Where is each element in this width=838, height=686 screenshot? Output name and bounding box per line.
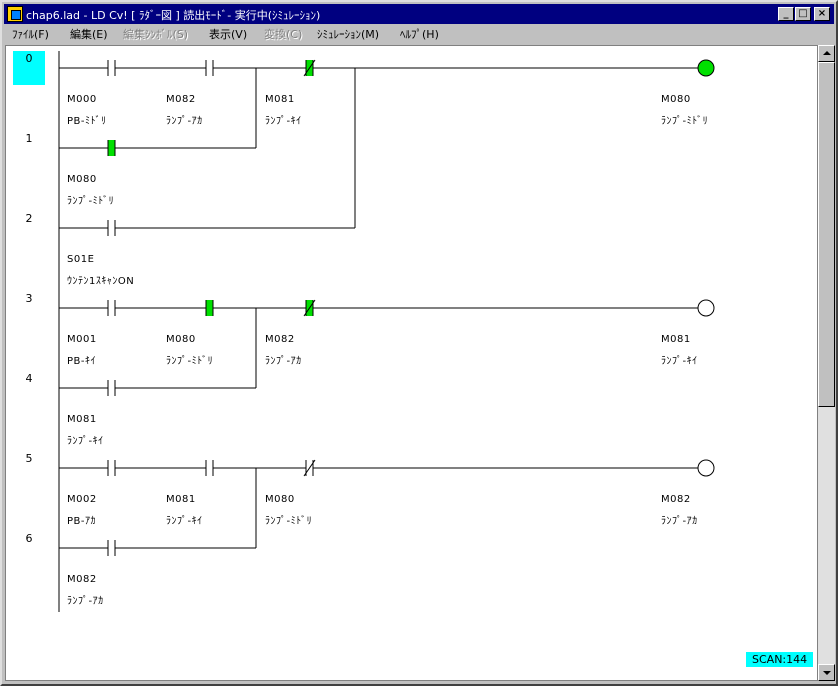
device-address: M002 (67, 494, 97, 505)
menu-bar: ﾌｧｲﾙ(F) 編集(E) 編集ｼﾝﾎﾞﾙ(S) 表示(V) 変換(C) ｼﾐｭ… (4, 24, 834, 43)
device-address: M082 (166, 94, 196, 105)
device-comment: PB-ﾐﾄﾞﾘ (67, 116, 107, 127)
row-number[interactable]: 3 (25, 292, 33, 305)
contact-nc-m082-energized[interactable] (303, 299, 316, 317)
contact-m081[interactable] (107, 380, 116, 396)
app-icon[interactable] (7, 6, 23, 22)
ladder-svg (58, 51, 715, 612)
selected-row-highlight (13, 51, 45, 85)
device-address: M082 (265, 334, 295, 345)
scan-counter: SCAN:144 (746, 652, 814, 667)
close-button[interactable]: × (814, 7, 830, 21)
device-address: M080 (166, 334, 196, 345)
row-number[interactable]: 5 (25, 452, 33, 465)
contact-m082[interactable] (205, 60, 214, 76)
device-address: M082 (661, 494, 691, 505)
menu-help[interactable]: ﾍﾙﾌﾟ(H) (400, 28, 439, 41)
device-address: M081 (661, 334, 691, 345)
device-comment: ﾗﾝﾌﾟ-ｷｲ (166, 516, 203, 527)
device-address: M082 (67, 574, 97, 585)
contact-s01e[interactable] (107, 220, 116, 236)
menu-convert[interactable]: 変換(C) (264, 28, 303, 41)
contact-nc-m081-energized[interactable] (303, 59, 316, 77)
contact-m080-energized[interactable] (205, 300, 214, 316)
scroll-down-button[interactable] (818, 664, 835, 681)
device-address: M081 (67, 414, 97, 425)
device-comment: ﾗﾝﾌﾟ-ﾐﾄﾞﾘ (67, 196, 115, 207)
contact-m002[interactable] (107, 460, 116, 476)
contact-m000[interactable] (107, 60, 116, 76)
coil-m081[interactable] (697, 299, 715, 317)
device-comment: PB-ｱｶ (67, 516, 96, 527)
contact-m001[interactable] (107, 300, 116, 316)
contact-m081[interactable] (205, 460, 214, 476)
contact-nc-m080[interactable] (303, 459, 316, 477)
device-comment: ﾗﾝﾌﾟ-ｷｲ (67, 436, 104, 447)
device-comment: ﾗﾝﾌﾟ-ｷｲ (265, 116, 302, 127)
device-comment: ｳﾝﾃﾝ1ｽｷｬﾝON (67, 276, 135, 287)
minimize-button[interactable]: _ (778, 7, 794, 21)
row-number[interactable]: 2 (25, 212, 33, 225)
device-comment: PB-ｷｲ (67, 356, 96, 367)
menu-edit-symbol[interactable]: 編集ｼﾝﾎﾞﾙ(S) (123, 28, 189, 41)
device-comment: ﾗﾝﾌﾟ-ｱｶ (67, 596, 104, 607)
row-number[interactable]: 0 (25, 52, 33, 65)
arrow-up-icon (823, 51, 831, 55)
ladder-diagram-canvas[interactable]: 0 1 2 3 4 5 6 (5, 45, 818, 681)
device-comment: ﾗﾝﾌﾟ-ｱｶ (166, 116, 203, 127)
menu-view[interactable]: 表示(V) (209, 28, 248, 41)
menu-file[interactable]: ﾌｧｲﾙ(F) (12, 28, 49, 41)
device-comment: ﾗﾝﾌﾟ-ｱｶ (661, 516, 698, 527)
scroll-up-button[interactable] (818, 45, 835, 62)
row-number[interactable]: 4 (25, 372, 33, 385)
device-address: M000 (67, 94, 97, 105)
title-bar[interactable]: chap6.lad - LD Cv! [ ﾗﾀﾞｰ図 ] 読出ﾓｰﾄﾞ- 実行中… (4, 4, 834, 24)
device-address: M080 (67, 174, 97, 185)
coil-m080-energized[interactable] (697, 59, 715, 77)
row-number[interactable]: 6 (25, 532, 33, 545)
row-number[interactable]: 1 (25, 132, 33, 145)
device-address: M081 (265, 94, 295, 105)
menu-edit[interactable]: 編集(E) (70, 28, 108, 41)
contact-m082[interactable] (107, 540, 116, 556)
device-comment: ﾗﾝﾌﾟ-ﾐﾄﾞﾘ (166, 356, 214, 367)
arrow-down-icon (823, 671, 831, 675)
menu-simulation[interactable]: ｼﾐｭﾚｰｼｮﾝ(M) (317, 28, 380, 41)
window-title: chap6.lad - LD Cv! [ ﾗﾀﾞｰ図 ] 読出ﾓｰﾄﾞ- 実行中… (26, 9, 321, 22)
scrollbar-thumb[interactable] (818, 62, 835, 407)
vertical-scrollbar[interactable] (818, 45, 835, 681)
device-address: M081 (166, 494, 196, 505)
device-comment: ﾗﾝﾌﾟ-ﾐﾄﾞﾘ (265, 516, 313, 527)
device-address: M080 (265, 494, 295, 505)
device-comment: ﾗﾝﾌﾟ-ｱｶ (265, 356, 302, 367)
device-comment: ﾗﾝﾌﾟ-ｷｲ (661, 356, 698, 367)
device-comment: ﾗﾝﾌﾟ-ﾐﾄﾞﾘ (661, 116, 709, 127)
coil-m082[interactable] (697, 459, 715, 477)
maximize-button[interactable]: □ (795, 7, 811, 21)
device-address: S01E (67, 254, 95, 265)
device-address: M080 (661, 94, 691, 105)
contact-m080-energized[interactable] (107, 140, 116, 156)
device-address: M001 (67, 334, 97, 345)
